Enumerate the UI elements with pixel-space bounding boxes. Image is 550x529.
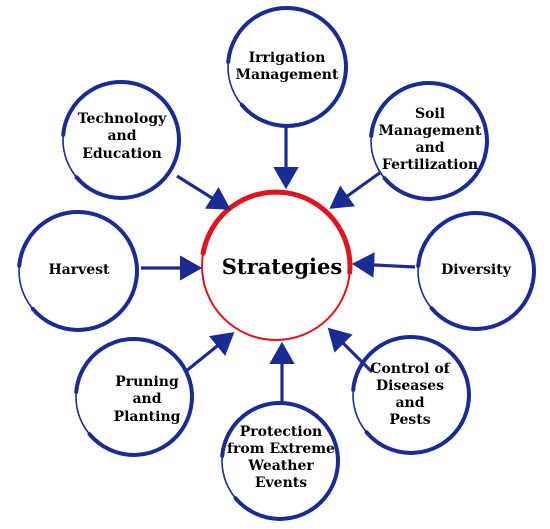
node-label-harvest: Harvest <box>48 262 110 279</box>
node-ring-stroke-pruning <box>74 336 194 457</box>
node-ring-stroke-diseases <box>351 334 471 455</box>
center-ring-stroke <box>200 189 353 275</box>
node-label-pruning: Pruning and Planting <box>113 374 181 425</box>
node-label-technology: Technology and Education <box>77 111 167 162</box>
node-ring-stroke-harvest <box>17 209 139 332</box>
node-label-diversity: Diversity <box>441 262 511 279</box>
node-label-irrigation: Irrigation Management <box>235 49 339 83</box>
node-ring-stroke-protection <box>220 400 340 521</box>
node-label-soil: Soil Management and Fertilization <box>378 105 482 174</box>
node-label-diseases: Control of Diseases and Pests <box>370 360 450 429</box>
arrow-diversity <box>351 252 416 278</box>
node-ring-stroke-soil <box>369 80 489 201</box>
node-label-protection: Protection from Extreme Weather Events <box>227 423 335 492</box>
arrow-soil <box>329 170 382 209</box>
node-ring-stroke-irrigation <box>226 5 348 128</box>
center-label: Strategies <box>221 254 343 280</box>
node-ring-stroke-technology <box>61 79 181 200</box>
node-ring-stroke-diversity <box>416 210 536 331</box>
arrow-diseases <box>327 327 374 374</box>
arrow-pruning <box>183 331 235 374</box>
arrow-technology <box>176 174 231 210</box>
